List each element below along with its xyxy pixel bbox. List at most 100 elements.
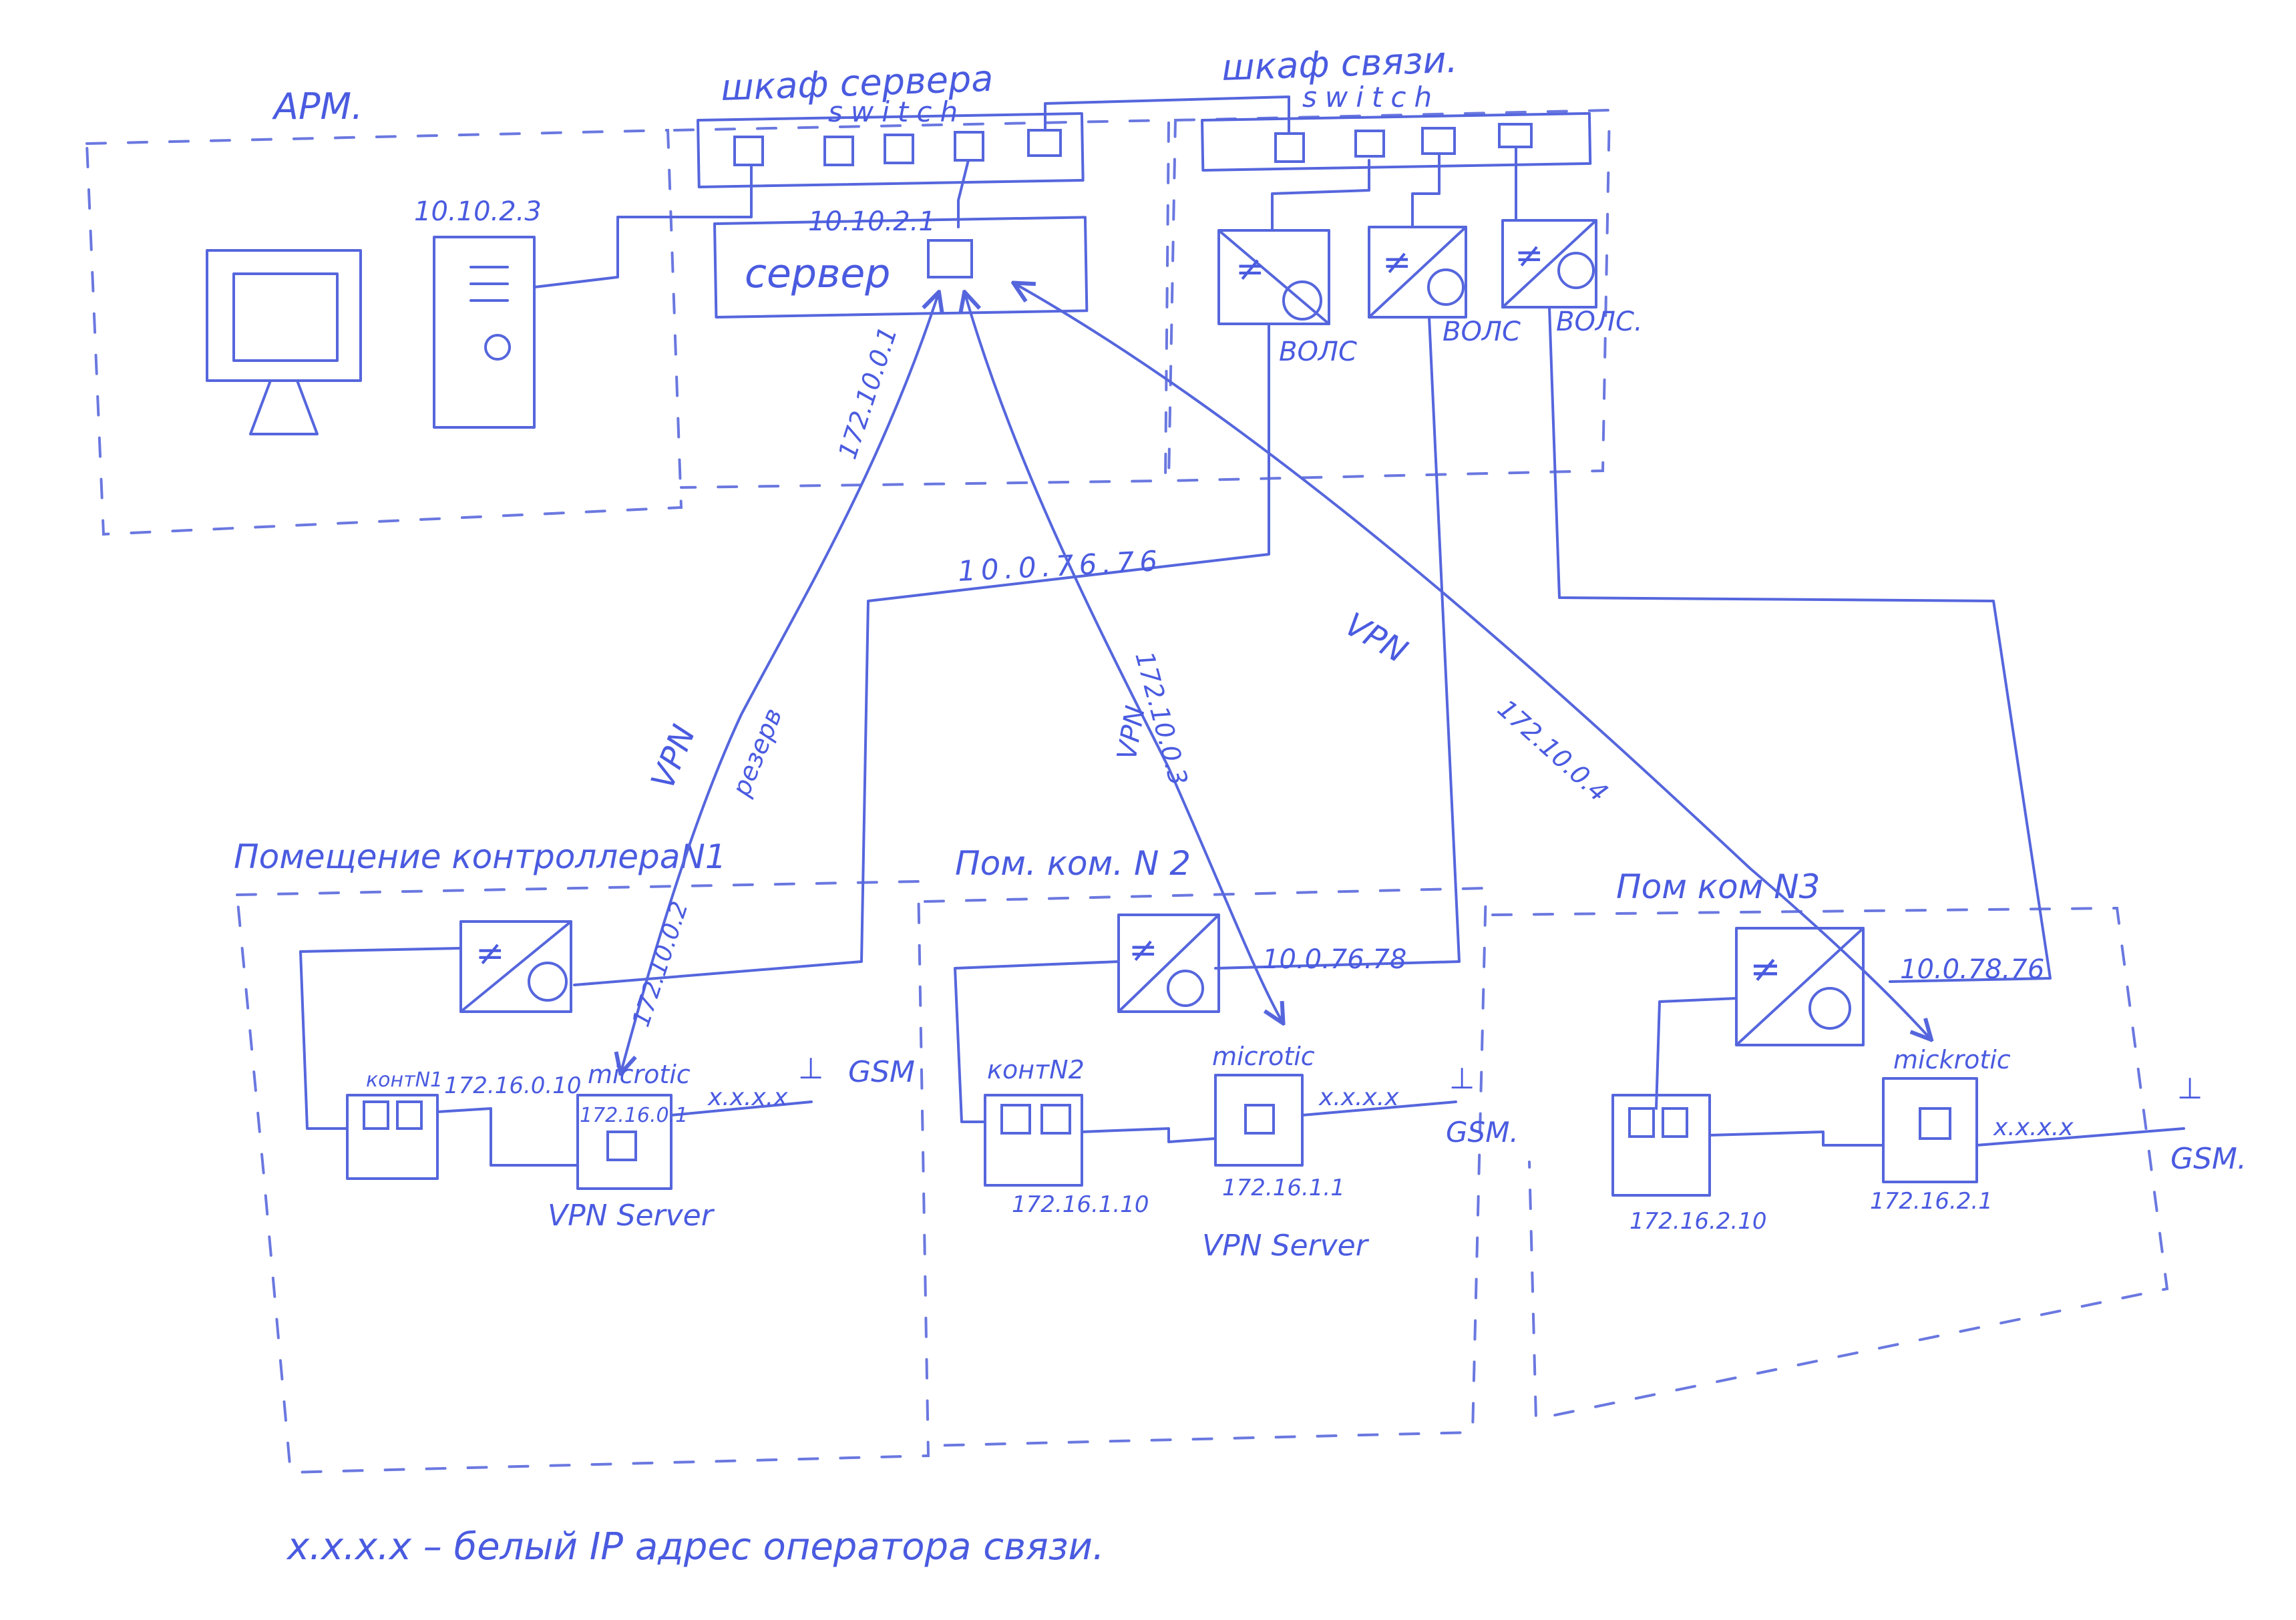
switch-port [823, 136, 854, 166]
fiber-room2 [1214, 316, 1461, 970]
room3-lan-cables [1655, 997, 1885, 1147]
room3-controller [1611, 1094, 1711, 1197]
room3-router-label: mickrotic [1893, 1045, 2011, 1074]
router-port [1919, 1107, 1951, 1140]
room2-vpn-server: VPN Server [1202, 1229, 1370, 1263]
vpn3-ip: 172.10.0.4 [1492, 694, 1613, 807]
switch-port [1498, 123, 1533, 148]
fiber-converter-2: ≠ [1368, 226, 1467, 319]
server-ip: 10.10.2.1 [808, 206, 936, 237]
room1-router-label: microtic [588, 1060, 691, 1089]
vpn1-ip-bottom: 172.10.0.2 [628, 898, 694, 1030]
room2-router-ip: 172.16.1.1 [1222, 1175, 1345, 1201]
room3-fiber-ip: 10.0.78.76 [1900, 954, 2044, 985]
server-cabinet-boundary [673, 118, 1171, 489]
fiber-label-1: ВОЛС [1279, 337, 1357, 367]
room3-controller-ip: 172.16.2.10 [1630, 1208, 1766, 1235]
vpn-tunnel-2 [965, 294, 1282, 1022]
monitor-screen [232, 272, 339, 362]
switch-port [1274, 132, 1305, 163]
comm-switch-label: switch [1302, 81, 1440, 114]
room1-controller [346, 1094, 439, 1180]
pc-tower [433, 236, 536, 429]
fiber-converter-1: ≠ [1217, 229, 1330, 325]
controller-port [1000, 1104, 1031, 1135]
fiber-converter-3: ≠ [1501, 219, 1597, 309]
router-port [1244, 1104, 1275, 1135]
pc-power-button [484, 334, 511, 361]
room3-wan-ip: x.x.x.x [1993, 1114, 2074, 1141]
trunk-ip: 10.0.76.76 [957, 544, 1163, 588]
room2-wan-cable [1301, 1100, 1457, 1117]
vpn-tunnels [621, 284, 1930, 1072]
server-switch-label: switch [828, 95, 966, 128]
room2-controller-label: контN2 [987, 1055, 1085, 1084]
room3-router-ip: 172.16.2.1 [1870, 1188, 1993, 1215]
controller-port [1662, 1107, 1688, 1138]
room1-wan-cable [670, 1100, 813, 1117]
arm-boundary [85, 128, 683, 536]
room3-boundary [1491, 906, 2169, 1421]
svg-text:≠: ≠ [1235, 249, 1265, 289]
switch-port [954, 131, 984, 162]
router-port [606, 1131, 637, 1161]
pc-to-switch-cable [533, 164, 753, 288]
svg-text:≠: ≠ [1382, 242, 1412, 282]
server-label: сервер [745, 250, 890, 297]
vpn1-reserve: резерв [726, 704, 788, 801]
controller-port [396, 1100, 423, 1130]
comm-cabinet-title: шкаф связи. [1221, 39, 1458, 89]
vpn3-label: VPN [1338, 606, 1414, 670]
controller-port [1628, 1107, 1655, 1138]
switch-to-converter-1 [1271, 159, 1370, 232]
room1-boundary [235, 879, 930, 1474]
svg-text:≠: ≠ [1515, 236, 1544, 276]
server-switch [697, 112, 1085, 188]
room3-title: Пом ком N3 [1616, 867, 1820, 906]
room2-gsm: GSM. [1446, 1116, 1519, 1149]
vpn1-ip-top: 172.10.0.1 [833, 323, 903, 463]
switch-port [1027, 129, 1062, 157]
workstation [206, 236, 536, 435]
switch-port [733, 136, 764, 166]
vpn-tunnel-1 [621, 294, 938, 1072]
room2-lan-cables [954, 960, 1217, 1143]
room1-router-ip: 172.16.0.1 [580, 1104, 688, 1127]
room2-gsm-antenna: ⊥ [1449, 1062, 1475, 1096]
room1-controller-ip: 172.16.0.10 [444, 1072, 581, 1099]
room2-fiber-ip: 10.0.76.78 [1262, 944, 1406, 975]
room3-router [1882, 1077, 1978, 1183]
room1-controller-label: контN1 [366, 1068, 443, 1092]
room3-gsm: GSM. [2170, 1142, 2247, 1176]
workstation-ip: 10.10.2.3 [414, 196, 542, 227]
room3-wan-cable [1975, 1127, 2185, 1147]
vpn1-label: VPN [644, 720, 703, 795]
legend: x.x.x.x – белый IP адрес оператора связи… [286, 1525, 1105, 1569]
svg-text:≠: ≠ [475, 934, 505, 974]
room1-lan-cables [299, 947, 579, 1167]
server-cabinet-title: шкаф сервера [720, 57, 994, 109]
controller-port [363, 1100, 389, 1130]
controller-port [1040, 1104, 1071, 1135]
fiber-label-3: ВОЛС. [1556, 307, 1643, 337]
area-boundaries [85, 108, 2169, 1474]
room2-router-label: microtic [1212, 1042, 1315, 1071]
switch-interconnect [1044, 95, 1290, 135]
switch-port [884, 134, 914, 164]
room1-vpn-server: VPN Server [548, 1199, 715, 1233]
room1-router [576, 1094, 673, 1190]
room2-wan-ip: x.x.x.x [1318, 1084, 1399, 1111]
room2-fiber-converter: ≠ [1117, 914, 1220, 1013]
arm-title: АРМ. [272, 85, 363, 128]
switch-to-converter-2 [1411, 152, 1441, 228]
switch-port [1421, 127, 1456, 155]
monitor [206, 249, 362, 382]
switch-port [1354, 130, 1385, 158]
room1-gsm: GSM [848, 1055, 915, 1089]
svg-text:≠: ≠ [1750, 948, 1781, 991]
svg-text:≠: ≠ [1129, 930, 1158, 970]
room3-fiber-converter: ≠ [1735, 927, 1865, 1046]
server-port [927, 239, 973, 278]
vpn-tunnel-3 [1015, 284, 1930, 1038]
